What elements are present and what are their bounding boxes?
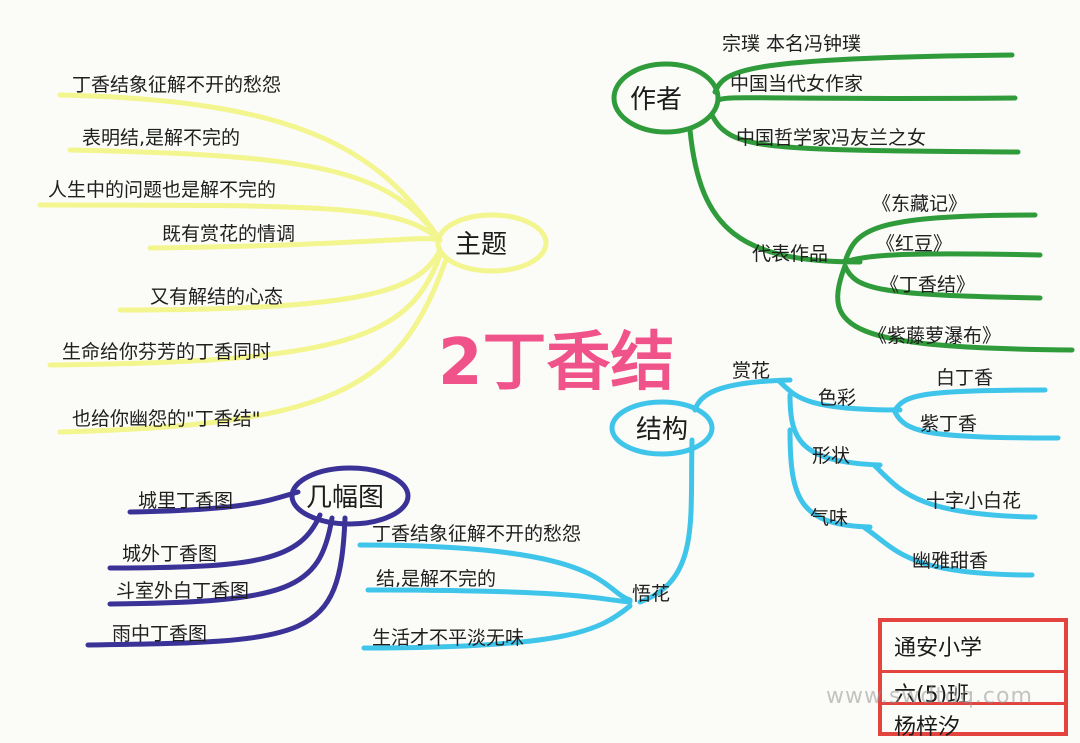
structure-connector [787,392,883,468]
theme-item: 生命给你芬芳的丁香同时 [62,341,271,363]
smell-label: 气味 [810,507,848,529]
theme-item: 丁香结象征解不开的愁怨 [72,74,281,96]
pictures-label: 几幅图 [306,483,384,513]
insight-item: 结,是解不完的 [376,568,496,590]
theme-branch [37,92,448,435]
author-item: 宗璞 本名冯钟璞 [722,33,861,55]
pictures-connector [127,489,301,515]
color-item: 紫丁香 [920,413,977,435]
author-work: 《紫藤萝瀑布》 [868,325,1001,347]
structure-connector [777,379,903,413]
insight-item: 生活才不平淡无味 [372,627,524,649]
theme-item: 人生中的问题也是解不完的 [48,179,276,201]
structure-label: 结构 [636,415,688,445]
author-connector [709,112,1021,155]
author-label: 作者 [630,85,682,115]
stamp-school: 通安小学 [894,636,983,661]
structure-connector [357,542,633,603]
author-connector [715,95,1018,103]
structure-connector [365,587,633,605]
appreciate-label: 赏花 [732,360,770,382]
author-connector [842,263,1043,301]
pictures-item: 斗室外白丁香图 [116,580,249,602]
author-connector [842,212,1038,265]
color-label: 色彩 [818,387,856,409]
pictures-item: 城外丁香图 [122,543,217,565]
theme-label: 主题 [455,230,507,260]
author-work: 《东藏记》 [872,193,967,215]
theme-item: 也给你幽怨的"丁香结" [72,408,260,430]
theme-connector [117,247,443,313]
author-connector [835,263,1075,353]
theme-connector [57,92,443,243]
theme-node [435,212,549,274]
structure-connector [361,603,633,651]
color-item: 白丁香 [936,367,993,389]
signature-stamp: 通安小学 六(5)班 杨梓汐 [878,618,1068,740]
theme-connector [47,252,443,368]
theme-connector [147,236,443,251]
structure-connector [862,525,1035,578]
structure-connector [692,377,793,413]
pictures-node [289,465,411,527]
stamp-name: 杨梓汐 [882,702,1064,741]
pictures-item: 雨中丁香图 [112,623,207,645]
shape-item: 十字小白花 [926,490,1021,512]
watermark: www.swdtdq.com [826,684,1033,709]
author-branch [687,52,1075,353]
insight-item: 丁香结象征解不开的愁怨 [372,523,581,545]
structure-connector [892,387,1048,413]
author-works-label: 代表作品 [752,243,828,265]
theme-item: 又有解结的心态 [150,286,283,308]
pictures-connector [107,512,323,571]
author-node [611,61,721,135]
structure-connector [787,427,873,530]
pictures-branch [85,489,348,648]
insight-label: 悟花 [632,583,670,605]
pictures-connector [107,515,335,607]
theme-item: 既有赏花的情调 [162,223,295,245]
author-item: 中国哲学家冯友兰之女 [736,127,926,149]
shape-label: 形状 [812,445,850,467]
structure-connector [892,409,1061,441]
author-item: 中国当代女作家 [730,73,863,95]
theme-item: 表明结,是解不完的 [82,127,240,149]
smell-item: 幽雅甜香 [912,550,988,572]
pictures-connector [85,515,348,648]
structure-connector [637,437,695,605]
structure-node [609,399,715,457]
theme-connector [57,259,448,435]
author-work: 《红豆》 [876,233,952,255]
theme-connector [37,202,443,243]
map-title: 2丁香结 [438,326,675,400]
author-work: 《丁香结》 [880,274,975,296]
author-connector [842,251,1043,265]
author-connector [687,127,863,265]
structure-connector [872,463,1038,520]
pictures-item: 城里丁香图 [138,490,233,512]
theme-connector [67,147,443,243]
structure-branch [357,377,1061,651]
author-connector [712,52,1015,95]
